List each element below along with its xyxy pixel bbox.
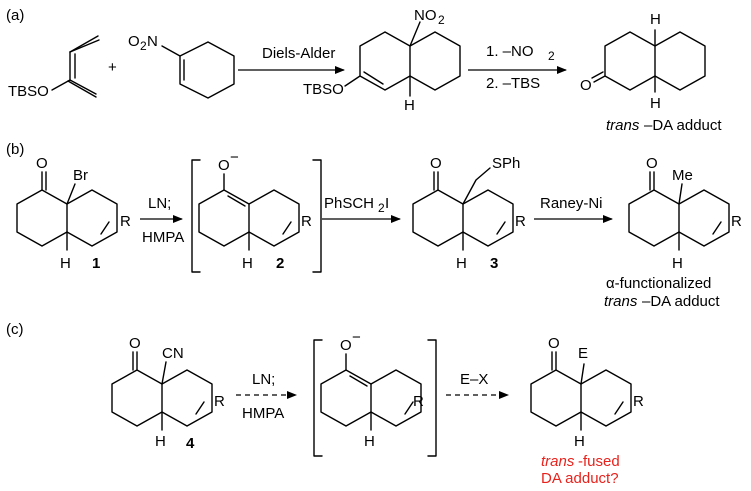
svg-text:R: R <box>515 213 526 230</box>
svg-text:H: H <box>404 97 415 114</box>
svg-text:SPh: SPh <box>492 155 520 172</box>
panel-c-compound-4: O CN R H 4 <box>111 335 225 452</box>
panel-b-label: (b) <box>6 141 24 158</box>
panel-b-arrow1-top: LN; <box>148 195 171 212</box>
svg-text:O: O <box>580 77 592 94</box>
svg-text:2: 2 <box>140 39 147 53</box>
svg-text:−: − <box>352 329 361 346</box>
svg-text:TBSO: TBSO <box>303 81 344 98</box>
panel-a-plus: + <box>108 59 117 76</box>
svg-text:R: R <box>214 393 225 410</box>
svg-text:R: R <box>301 213 312 230</box>
panel-b-compound-1: O Br R H 1 <box>16 155 131 272</box>
panel-c-arrow1-bottom: HMPA <box>242 405 284 422</box>
panel-c-caption-question: DA adduct? <box>541 470 619 487</box>
svg-text:R: R <box>120 213 131 230</box>
svg-text:O: O <box>129 335 141 352</box>
svg-text:−: − <box>230 149 239 166</box>
panel-b-caption-line1: α-functionalized <box>606 275 711 292</box>
svg-text:Br: Br <box>73 167 88 184</box>
panel-c-bracket-left <box>313 339 323 457</box>
svg-text:O: O <box>128 33 140 50</box>
panel-a-diene: TBSO <box>8 35 100 100</box>
panel-a-step1-sub: 2 <box>548 49 555 63</box>
panel-a-product: H H O <box>580 11 706 112</box>
svg-text:O: O <box>340 337 352 354</box>
panel-c-caption-trans: trans <box>541 453 575 470</box>
svg-text:2: 2 <box>276 255 284 272</box>
panel-b-arrow2-sub: 2 <box>378 201 385 215</box>
svg-text:H: H <box>242 255 253 272</box>
svg-text:3: 3 <box>490 255 498 272</box>
panel-a-step1: 1. –NO <box>486 43 534 60</box>
svg-text:R: R <box>413 393 424 410</box>
panel-a-adduct: NO 2 TBSO H <box>303 7 461 114</box>
svg-text:E: E <box>578 345 588 362</box>
panel-b-caption-trans: trans <box>604 293 638 310</box>
svg-text:O: O <box>430 155 442 172</box>
panel-c-bracket-right <box>427 339 437 457</box>
svg-text:O: O <box>548 335 560 352</box>
svg-text:CN: CN <box>162 345 184 362</box>
svg-text:O: O <box>218 157 230 174</box>
svg-text:H: H <box>364 433 375 450</box>
panel-b-enolate-2: O − R H 2 <box>198 149 312 272</box>
svg-text:H: H <box>456 255 467 272</box>
svg-text:O: O <box>646 155 658 172</box>
panel-b-bracket-left <box>191 159 201 273</box>
svg-text:H: H <box>60 255 71 272</box>
svg-text:H: H <box>650 95 661 112</box>
svg-text:2: 2 <box>438 13 445 27</box>
svg-text:R: R <box>731 213 742 230</box>
panel-b-arrow3-top: Raney-Ni <box>540 195 603 212</box>
svg-text:H: H <box>574 433 585 450</box>
panel-c-product: O E R H <box>530 335 644 450</box>
panel-a-caption-trans: trans <box>606 117 640 134</box>
svg-text:R: R <box>633 393 644 410</box>
panel-c-arrow2-top: E–X <box>460 371 488 388</box>
panel-a-nitrocyclohexene: O 2 N <box>128 33 235 99</box>
panel-a-label: (a) <box>6 7 24 24</box>
panel-a-arrow-label: Diels-Alder <box>262 45 335 62</box>
panel-a-step2: 2. –TBS <box>486 75 540 92</box>
panel-b-caption-rest: –DA adduct <box>642 293 720 310</box>
panel-b-arrow2-end: I <box>385 195 389 212</box>
panel-a-caption-rest: –DA adduct <box>644 117 722 134</box>
panel-b-arrow1-bottom: HMPA <box>142 229 184 246</box>
panel-b-product: O Me R H <box>628 155 742 272</box>
svg-text:4: 4 <box>186 435 195 452</box>
panel-c-label: (c) <box>6 321 24 338</box>
svg-text:1: 1 <box>92 255 100 272</box>
svg-text:N: N <box>147 33 158 50</box>
panel-b-bracket-right <box>312 159 322 273</box>
svg-text:Me: Me <box>672 167 693 184</box>
panel-a-diene-tbso: TBSO <box>8 83 49 100</box>
panel-b-compound-3: O SPh R H 3 <box>412 155 526 272</box>
svg-text:O: O <box>36 155 48 172</box>
panel-b-arrow2-top: PhSCH <box>324 195 374 212</box>
svg-text:NO: NO <box>414 7 437 24</box>
svg-text:H: H <box>672 255 683 272</box>
panel-c-caption-fused: -fused <box>578 453 620 470</box>
svg-text:H: H <box>155 433 166 450</box>
panel-c-arrow1-top: LN; <box>252 371 275 388</box>
panel-c-enolate: O − R H <box>320 329 424 450</box>
svg-text:H: H <box>650 11 661 28</box>
